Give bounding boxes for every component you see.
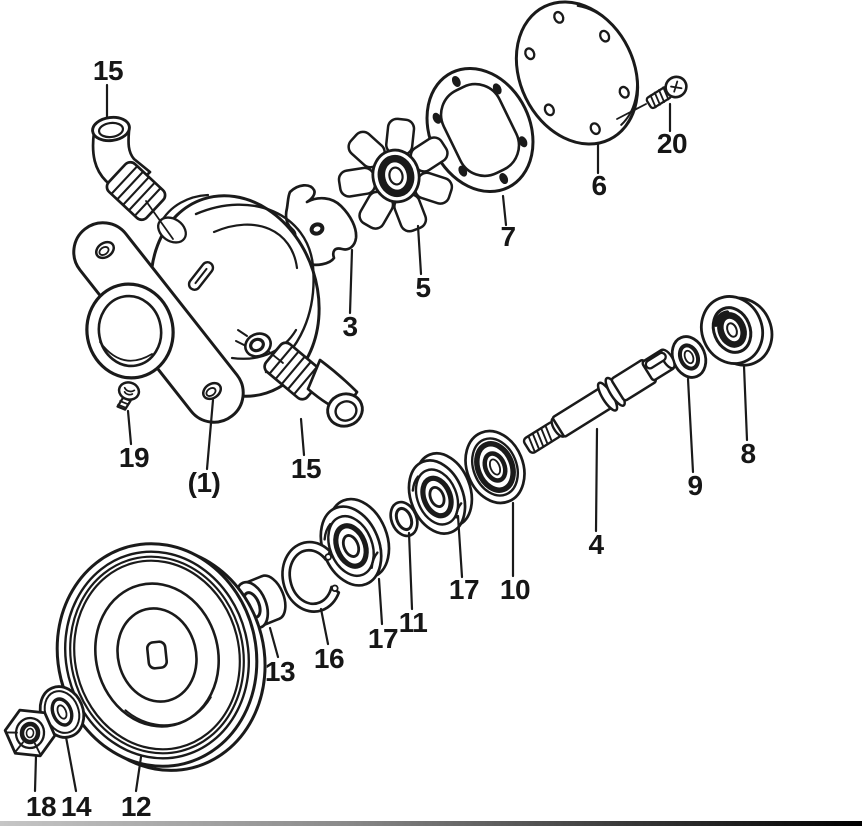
label-5: 5 <box>415 272 430 303</box>
part-gasket <box>425 66 535 194</box>
part-nut <box>3 708 57 758</box>
part-body-screw <box>116 381 141 411</box>
label-10: 10 <box>500 574 530 605</box>
label-15-lower: 15 <box>291 453 321 484</box>
leader-16 <box>319 607 330 646</box>
leader-12 <box>134 755 143 793</box>
screw-pointer-line <box>616 103 647 120</box>
leader-18 <box>33 754 38 793</box>
label-17-left: 17 <box>368 623 398 654</box>
part-bearing-right <box>407 452 474 535</box>
elbow-pointer-line-upper <box>145 200 174 240</box>
label-16: 16 <box>314 643 344 674</box>
label-7: 7 <box>500 221 515 252</box>
gasket-bolt-holes <box>432 75 528 185</box>
part-snap-ring <box>281 540 341 613</box>
elbow-threads-upper <box>105 160 167 222</box>
leader-7 <box>501 194 508 227</box>
leader-lines <box>33 83 749 793</box>
part-labels: 15 20 6 7 5 3 8 9 4 19 (1) 15 17 10 11 1… <box>26 55 756 822</box>
part-impeller <box>337 117 454 233</box>
label-8: 8 <box>740 438 755 469</box>
leader-3 <box>348 248 354 315</box>
body-slot <box>187 261 215 291</box>
cover-bolt-holes <box>524 10 630 136</box>
leader-17-left <box>377 577 384 626</box>
part-seal-ring <box>700 295 774 367</box>
leader-13 <box>268 626 280 659</box>
label-20: 20 <box>657 128 687 159</box>
label-17-right: 17 <box>449 574 479 605</box>
label-11: 11 <box>399 607 428 638</box>
outlet-stub <box>235 329 272 358</box>
part-cover-screw <box>645 75 688 110</box>
label-3: 3 <box>342 311 357 342</box>
leader-15-lower <box>299 417 306 457</box>
pulley-center-hole <box>145 640 169 670</box>
leader-5 <box>416 224 423 276</box>
part-bearing-left <box>319 497 391 587</box>
ink-layer: 15 20 6 7 5 3 8 9 4 19 (1) 15 17 10 11 1… <box>3 0 774 822</box>
label-1: (1) <box>188 467 221 498</box>
leader-9 <box>686 377 695 474</box>
label-4: 4 <box>588 529 604 560</box>
leader-11 <box>407 531 414 611</box>
shaft-keyway <box>644 351 667 370</box>
label-15-upper: 15 <box>93 55 123 86</box>
part-hose-elbow-upper <box>91 115 167 222</box>
leader-14 <box>64 735 78 793</box>
part-pump-body <box>72 193 321 424</box>
part-bearing-race <box>464 429 526 505</box>
part-cover-plate <box>514 0 640 146</box>
label-13: 13 <box>265 656 295 687</box>
part-spacer-ring <box>389 500 419 538</box>
leader-4 <box>594 427 599 533</box>
label-9: 9 <box>687 470 702 501</box>
leader-1 <box>205 398 215 471</box>
page-edge-shadow <box>0 821 862 826</box>
part-shaft <box>522 348 676 454</box>
elbow-pointer-line-lower <box>267 350 284 364</box>
flange-bolt-holes <box>94 240 223 401</box>
leader-8 <box>742 364 749 442</box>
label-12: 12 <box>121 791 151 822</box>
label-19: 19 <box>119 442 149 473</box>
part-pulley <box>55 542 267 772</box>
label-18: 18 <box>26 791 56 822</box>
part-washer-small <box>670 335 708 379</box>
leader-17-right <box>456 514 464 579</box>
part-hose-elbow-lower <box>263 341 364 428</box>
label-14: 14 <box>61 791 92 822</box>
leader-19 <box>126 409 133 446</box>
impeller-blades <box>337 117 454 233</box>
label-6: 6 <box>591 170 606 201</box>
